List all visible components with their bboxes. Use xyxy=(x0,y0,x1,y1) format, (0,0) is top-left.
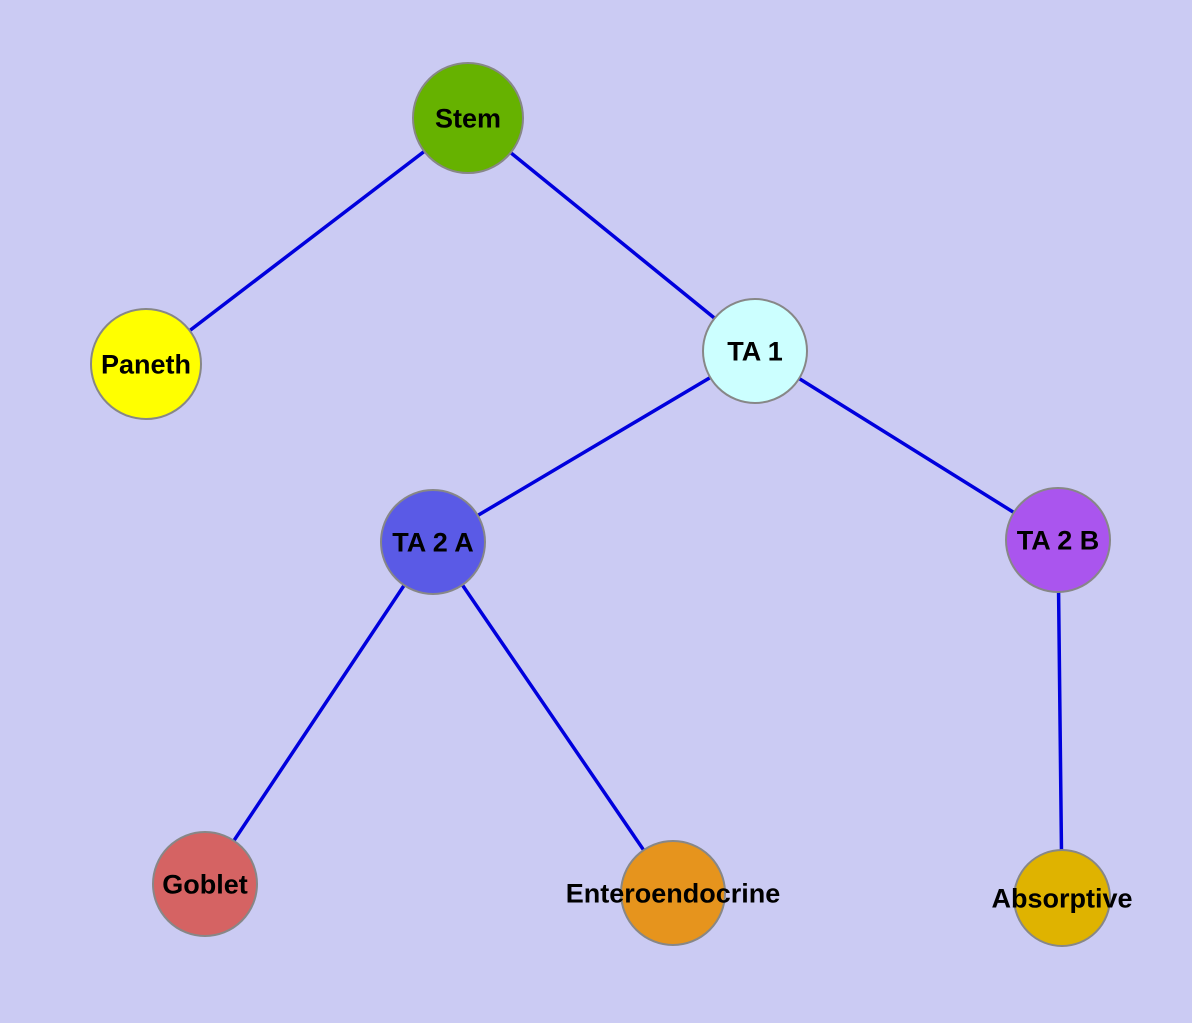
node-circle-absorptive[interactable] xyxy=(1013,849,1111,947)
edge-ta2a-enteroendocrine xyxy=(431,540,675,895)
node-stem[interactable]: Stem xyxy=(412,62,524,174)
node-ta1[interactable]: TA 1 xyxy=(702,298,808,404)
node-circle-ta2b[interactable] xyxy=(1005,487,1111,593)
node-circle-goblet[interactable] xyxy=(152,831,258,937)
edge-stem-ta1 xyxy=(466,116,757,353)
edge-ta1-ta2b xyxy=(753,349,1060,542)
node-ta2b[interactable]: TA 2 B xyxy=(1005,487,1111,593)
node-circle-stem[interactable] xyxy=(412,62,524,174)
node-paneth[interactable]: Paneth xyxy=(90,308,202,420)
edge-stem-paneth xyxy=(144,116,470,366)
node-circle-enteroendocrine[interactable] xyxy=(620,840,726,946)
edge-ta2b-absorptive xyxy=(1056,538,1064,900)
edge-ta1-ta2a xyxy=(431,349,757,544)
node-ta2a[interactable]: TA 2 A xyxy=(380,489,486,595)
node-goblet[interactable]: Goblet xyxy=(152,831,258,937)
node-circle-ta2a[interactable] xyxy=(380,489,486,595)
edge-ta2a-goblet xyxy=(203,540,435,886)
node-circle-paneth[interactable] xyxy=(90,308,202,420)
node-circle-ta1[interactable] xyxy=(702,298,808,404)
